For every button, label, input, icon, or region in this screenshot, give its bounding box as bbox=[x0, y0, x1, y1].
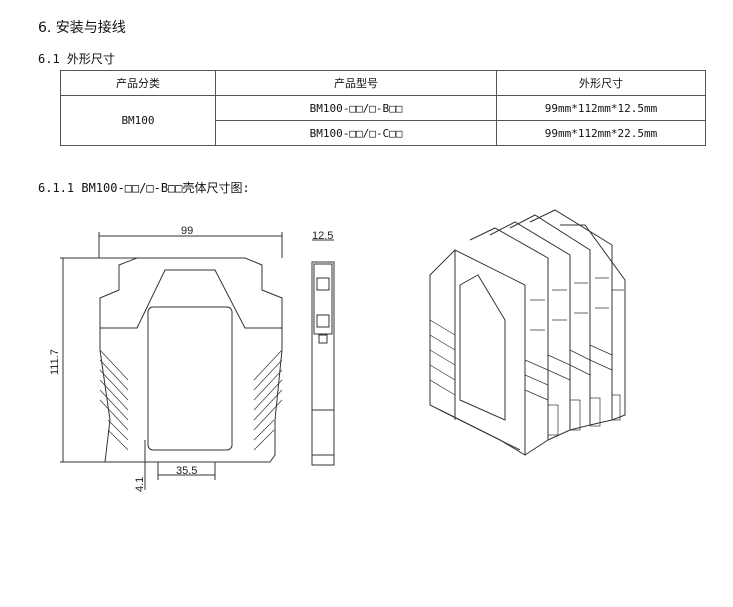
category-cell: BM100 bbox=[60, 95, 216, 146]
dimensions-table: 产品分类 产品型号 外形尺寸 BM100 BM100-□□/□-B□□ 99mm… bbox=[60, 70, 706, 146]
rail-dimension: 35.5 bbox=[176, 465, 197, 477]
depth-dimension: 12.5 bbox=[312, 230, 333, 242]
height-dimension: 111.7 bbox=[49, 349, 61, 375]
model-cell: BM100-□□/□-C□□ bbox=[215, 120, 497, 146]
subsection-heading: 6.1 外形尺寸 bbox=[38, 52, 115, 66]
side-view: 12.5 bbox=[311, 230, 335, 466]
section-heading: 6. 安装与接线 bbox=[38, 20, 126, 36]
front-view: 99 111.7 35.5 4.1 bbox=[49, 225, 283, 492]
table-row: BM100 BM100-□□/□-B□□ 99mm*112mm*12.5mm bbox=[60, 95, 706, 146]
table-row: BM100-□□/□-C□□ 99mm*112mm*22.5mm bbox=[61, 120, 706, 146]
size-cell: 99mm*112mm*12.5mm bbox=[496, 95, 706, 121]
size-cell: 99mm*112mm*22.5mm bbox=[496, 120, 706, 146]
drawing-caption: 6.1.1 BM100-□□/□-B□□壳体尺寸图: bbox=[38, 181, 250, 195]
offset-dimension: 4.1 bbox=[134, 477, 146, 492]
width-dimension: 99 bbox=[181, 225, 193, 237]
model-cell: BM100-□□/□-B□□ bbox=[215, 95, 497, 121]
isometric-view bbox=[429, 209, 626, 456]
